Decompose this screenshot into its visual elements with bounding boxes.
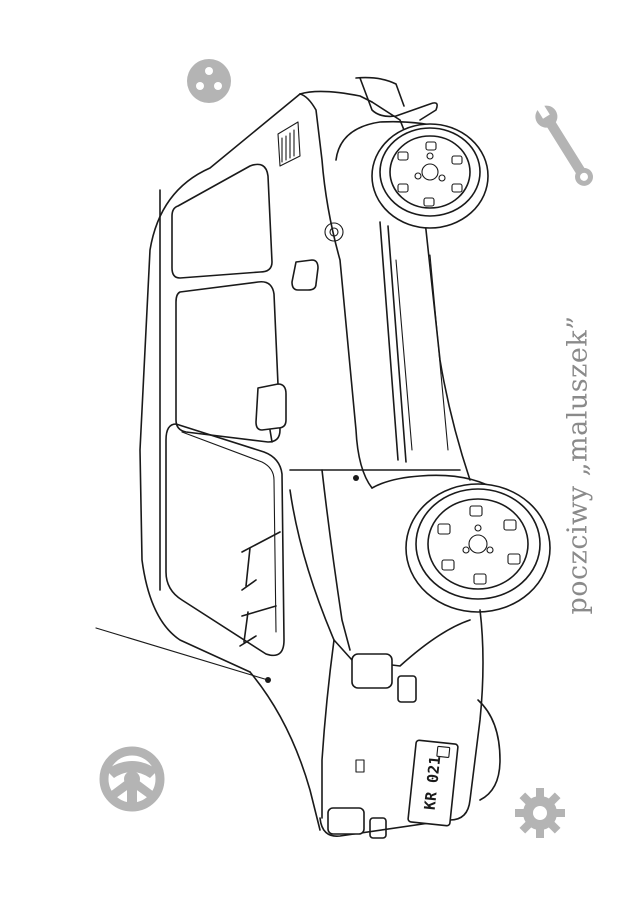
air-vent [277,121,301,167]
car-body: KR 021 [139,76,551,839]
rear-wheel [371,123,489,229]
gear-icon [515,788,565,838]
license-plate: KR 021 [407,739,459,827]
caption-text: poczciwy „maluszek” [562,315,594,615]
wrench-icon [535,102,594,186]
steering-wheel-icon [99,746,165,812]
front-wheel [405,483,551,613]
button-icon [187,59,231,103]
antenna [95,627,269,681]
license-plate-number: KR 021 [421,755,445,811]
